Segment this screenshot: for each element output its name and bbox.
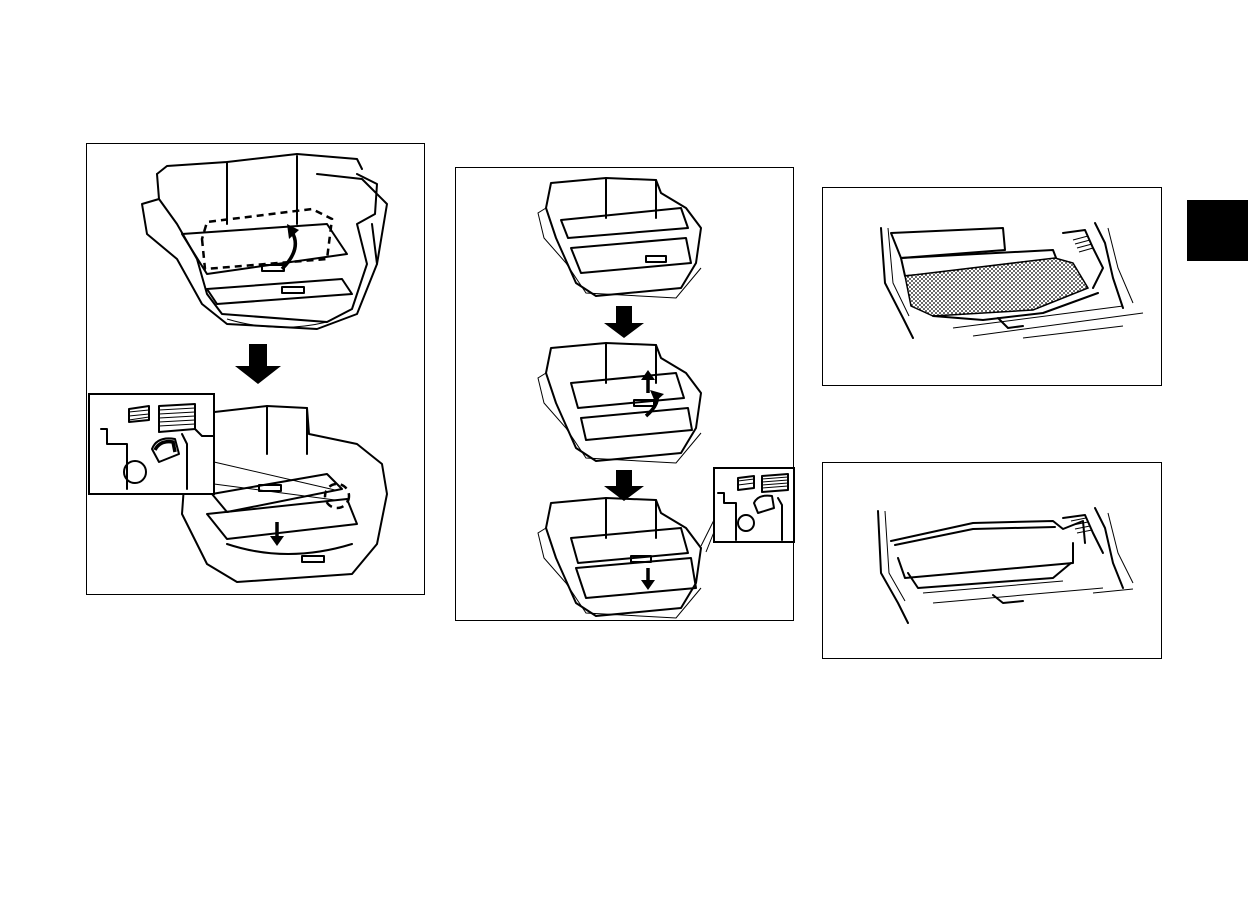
cargo-area-drawing-top [142, 154, 387, 329]
figure-cargo-board-steps [455, 167, 794, 621]
down-arrow-icon [235, 344, 281, 384]
detail-inset [714, 468, 794, 542]
down-arrow-icon [604, 470, 644, 501]
illustration-cargo-floor-open [823, 463, 1163, 660]
illustration-cargo-board-raise [87, 144, 426, 596]
cargo-area-drawing-step-2 [538, 343, 701, 463]
detail-inset [89, 394, 335, 500]
cargo-area-drawing-step-1 [538, 178, 701, 298]
down-arrow-icon [604, 306, 644, 338]
illustration-cargo-storage-panel [823, 188, 1163, 387]
figure-cargo-board-raise [86, 143, 425, 595]
section-tab [1187, 200, 1248, 261]
figure-cargo-floor-open [822, 462, 1162, 659]
cargo-area-drawing-step-3 [538, 498, 714, 618]
figure-cargo-storage-panel [822, 187, 1162, 386]
illustration-cargo-board-steps [456, 168, 795, 622]
